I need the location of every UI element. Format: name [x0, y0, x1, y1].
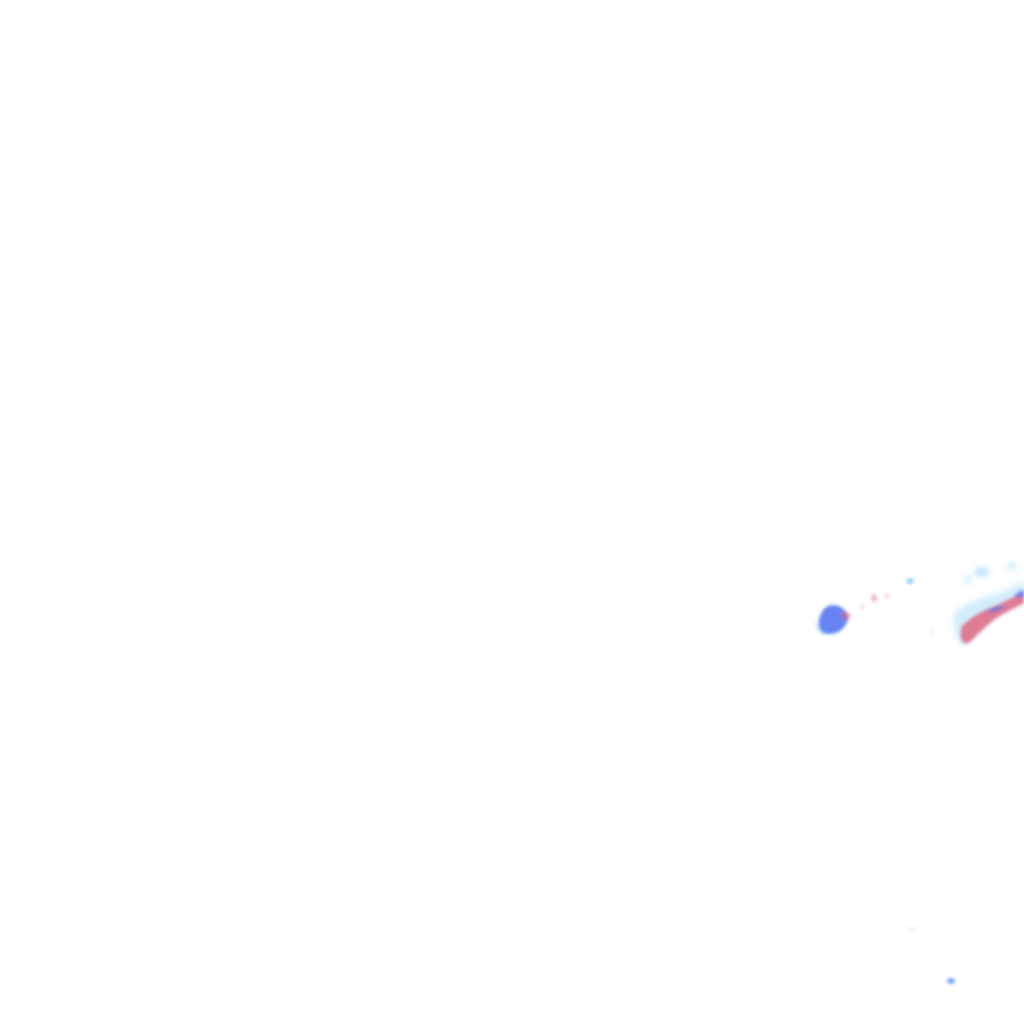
echo-cell-heavy-blue — [816, 604, 851, 636]
echo-band-east — [960, 589, 1024, 644]
echo-speck-south — [907, 927, 955, 984]
echo-cell-pink-specks — [860, 594, 890, 609]
echo-speck-north-east — [916, 630, 934, 690]
echo-cell-small-blue — [906, 578, 914, 584]
